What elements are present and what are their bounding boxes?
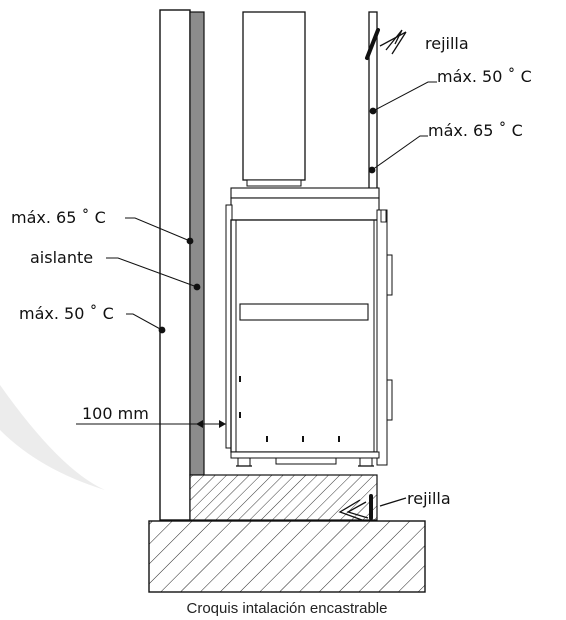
flue-collar — [246, 179, 302, 187]
diagram-caption: Croquis intalación encastrable — [187, 600, 388, 617]
watermark-swoosh — [0, 385, 105, 490]
label-grille-top: rejilla — [425, 34, 469, 53]
grille-arrow-bottom — [338, 494, 373, 521]
grille-arrow-top — [365, 28, 407, 60]
label-insulation: aislante — [30, 248, 93, 267]
leader-grille-bottom — [379, 497, 407, 507]
leader-top-50 — [372, 81, 437, 112]
leader-left-65 — [125, 217, 191, 242]
leader-top-65 — [371, 135, 428, 171]
label-temp-top-50: máx. 50 ˚ C — [437, 67, 532, 86]
label-grille-bottom: rejilla — [407, 489, 451, 508]
label-clearance: 100 mm — [82, 404, 149, 423]
outer-wall — [159, 9, 191, 521]
label-temp-left-65: máx. 65 ˚ C — [11, 208, 106, 227]
stove — [225, 187, 393, 467]
leader-left-50 — [126, 313, 163, 331]
leader-insulation — [106, 257, 198, 288]
label-temp-left-50: máx. 50 ˚ C — [19, 304, 114, 323]
dimension-arrow — [196, 420, 226, 428]
chimney-flue — [242, 11, 306, 181]
plinth — [189, 474, 378, 521]
label-temp-top-65: máx. 65 ˚ C — [428, 121, 523, 140]
base-slab — [148, 520, 426, 593]
